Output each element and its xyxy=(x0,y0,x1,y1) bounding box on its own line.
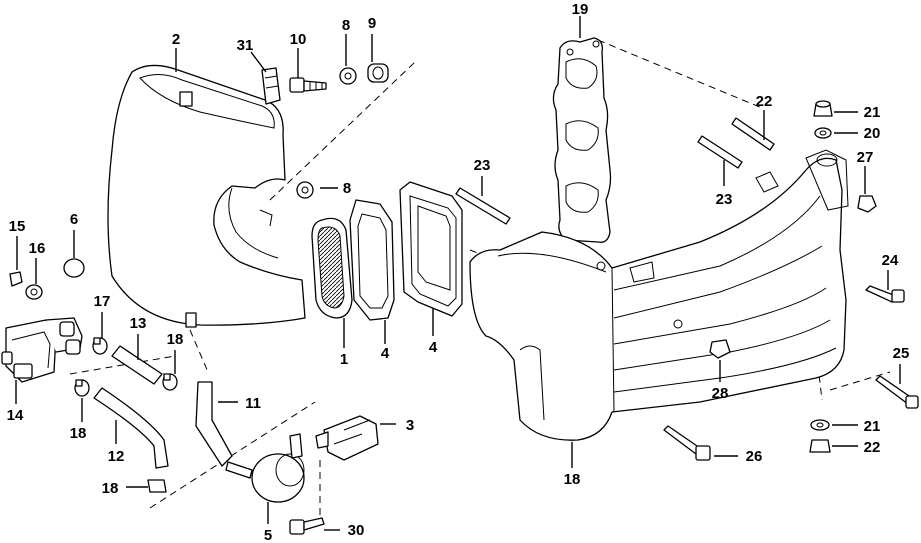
callout-3: 3 xyxy=(406,417,414,434)
grommet-8-side xyxy=(296,181,314,199)
callout-2: 2 xyxy=(172,31,180,48)
hose-14 xyxy=(111,345,163,385)
intake-gasket-20 xyxy=(552,37,612,243)
screw-30 xyxy=(289,517,325,535)
nut-28 xyxy=(857,195,877,213)
nut-29 xyxy=(709,339,731,359)
clamp-18-c xyxy=(74,379,90,397)
callout-20: 19 xyxy=(572,1,589,18)
callout-27: 26 xyxy=(746,448,763,465)
callout-8-top: 8 xyxy=(342,17,350,34)
leader-lines xyxy=(15,16,901,531)
callout-24: 23 xyxy=(474,157,491,174)
callout-12: 10 xyxy=(290,31,307,48)
callout-9: 6 xyxy=(70,211,78,228)
callout-8-side: 8 xyxy=(343,180,351,197)
bolt-26 xyxy=(875,375,919,409)
bushing-10 xyxy=(367,63,389,83)
callout-10: 9 xyxy=(368,15,376,32)
callout-28: 27 xyxy=(857,149,874,166)
nut-22-top xyxy=(813,100,833,117)
callout-23-lower: 23 xyxy=(716,191,733,208)
callout-26: 25 xyxy=(893,345,910,362)
bolt-27 xyxy=(663,425,711,461)
grommet-8-top xyxy=(339,67,357,85)
clip-31 xyxy=(261,67,281,105)
callout-1: 1 xyxy=(340,351,348,368)
gasket-5 xyxy=(349,199,395,321)
screw-12 xyxy=(289,77,327,93)
callout-22-bottom: 22 xyxy=(864,439,881,456)
callout-18-b: 18 xyxy=(167,331,184,348)
callout-21-top: 20 xyxy=(864,125,881,142)
callout-18-d: 18 xyxy=(102,480,119,497)
plug-9 xyxy=(63,258,85,278)
valve-15 xyxy=(1,317,83,383)
bolt-25 xyxy=(865,285,905,303)
washer-21-top xyxy=(814,127,832,139)
callout-21-bottom: 21 xyxy=(864,418,881,435)
callout-19: 18 xyxy=(564,471,581,488)
clamp-18-d xyxy=(147,479,167,493)
adapter-4 xyxy=(399,181,463,317)
callout-30: 30 xyxy=(348,522,365,539)
nut-16 xyxy=(9,271,23,287)
callout-31: 31 xyxy=(237,37,254,54)
callout-15: 14 xyxy=(7,407,24,424)
flame-arrestor-screen xyxy=(311,217,353,319)
stud-24 xyxy=(455,187,511,225)
callout-6: 5 xyxy=(264,527,272,543)
callout-13: 12 xyxy=(108,448,125,465)
clamp-18-b xyxy=(162,373,178,391)
washer-21-bottom xyxy=(810,419,830,431)
clamp-18-a xyxy=(92,337,108,355)
callout-5: 4 xyxy=(381,345,390,362)
callout-29: 28 xyxy=(712,385,729,402)
callout-16: 15 xyxy=(9,218,26,235)
connector-3 xyxy=(315,415,379,461)
hose-13 xyxy=(93,387,169,469)
stud-23-lower xyxy=(697,135,743,169)
stud-23-upper xyxy=(731,117,775,151)
callout-labels: 2 31 10 8 9 8 6 15 16 17 13 18 14 18 12 … xyxy=(7,1,910,543)
callout-18-c: 18 xyxy=(70,425,87,442)
callout-23-upper: 22 xyxy=(756,93,773,110)
callout-22-top: 21 xyxy=(864,104,881,121)
callout-14: 13 xyxy=(130,315,147,332)
callout-17: 16 xyxy=(29,240,46,257)
callout-18-a: 17 xyxy=(94,293,111,310)
callout-25: 24 xyxy=(882,252,899,269)
washer-17 xyxy=(25,284,43,300)
air-silencer-cover xyxy=(107,64,306,328)
callout-4: 4 xyxy=(429,339,438,356)
intake-manifold-19 xyxy=(469,149,849,441)
hose-11 xyxy=(195,381,233,467)
filter-6 xyxy=(225,433,305,503)
nut-22-bottom xyxy=(809,439,831,453)
callout-11: 11 xyxy=(245,395,261,412)
